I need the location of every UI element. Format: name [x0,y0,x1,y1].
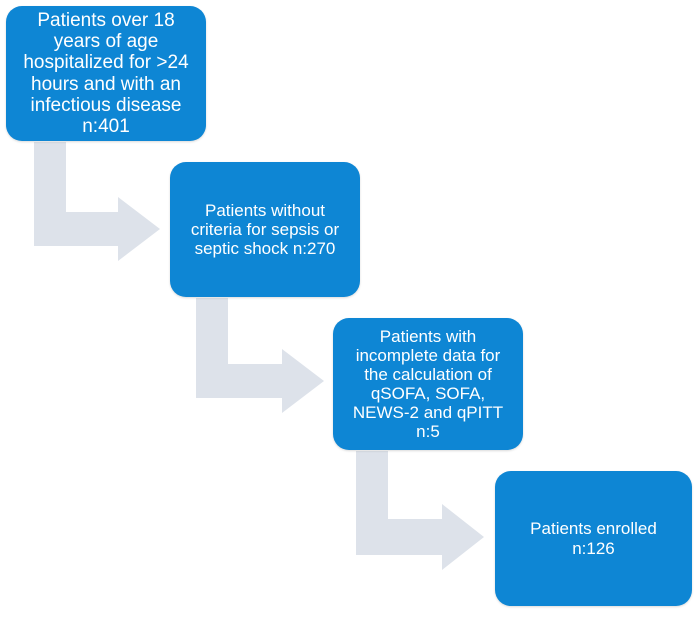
flow-box-enrolled: Patients enrolled n:126 [495,471,692,606]
flow-arrow-1 [34,142,160,261]
flow-box-eligible-patients: Patients over 18 years of age hospitaliz… [6,6,206,141]
flow-box-excluded-no-sepsis-text: Patients without criteria for sepsis or … [190,200,340,259]
flow-box-excluded-incomplete-data: Patients with incomplete data for the ca… [333,318,523,450]
flow-box-eligible-patients-text: Patients over 18 years of age hospitaliz… [23,9,189,138]
flow-box-excluded-incomplete-data-text: Patients with incomplete data for the ca… [352,326,504,442]
flow-arrow-3 [356,451,484,570]
flow-box-enrolled-text: Patients enrolled n:126 [530,519,657,558]
flow-arrow-2 [196,298,324,413]
flow-box-excluded-no-sepsis: Patients without criteria for sepsis or … [170,162,360,297]
